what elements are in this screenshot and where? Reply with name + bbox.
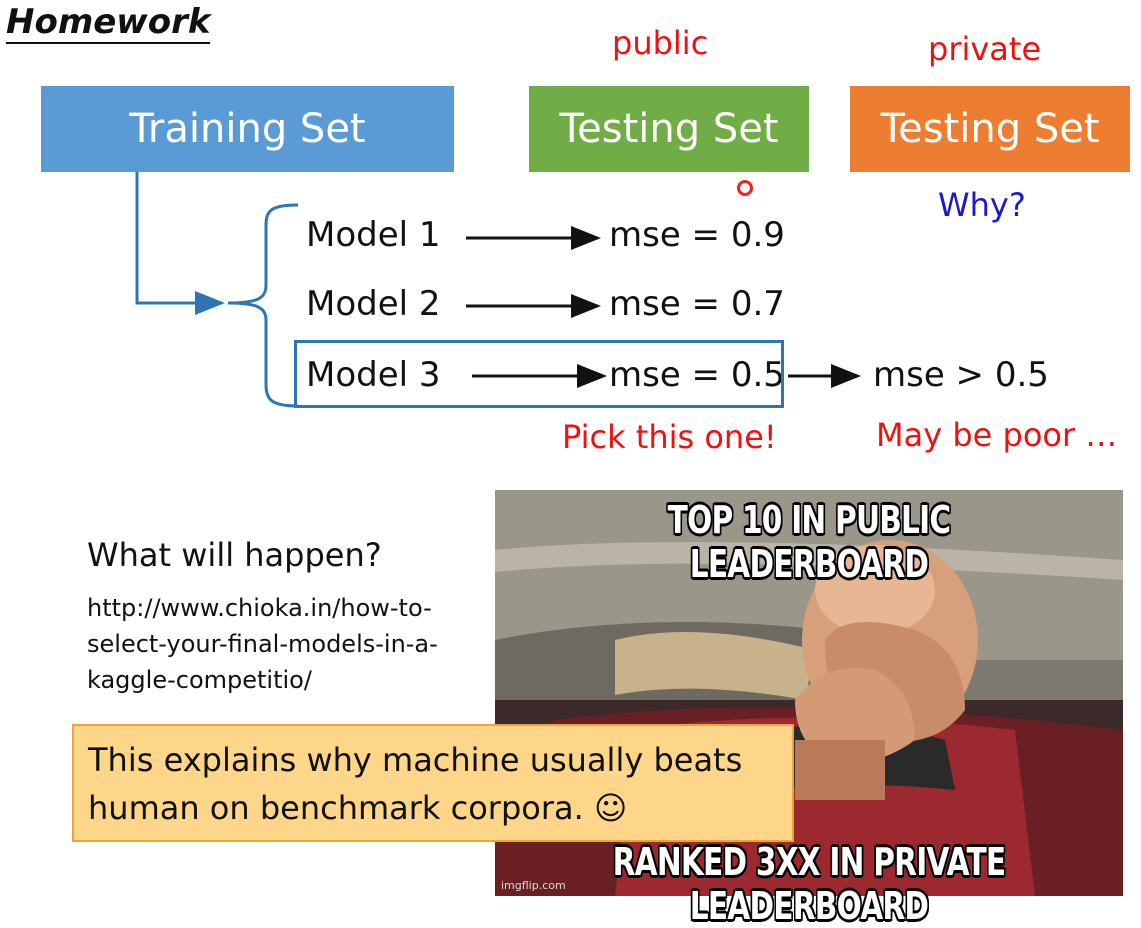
model-brace xyxy=(227,203,299,408)
private-mse: mse > 0.5 xyxy=(873,355,1049,395)
model-1-mse: mse = 0.9 xyxy=(609,215,785,255)
pick-note: Pick this one! xyxy=(562,418,777,456)
public-label: public xyxy=(612,24,709,62)
private-testing-set-box: Testing Set xyxy=(850,86,1130,172)
why-note: Why? xyxy=(938,186,1026,224)
pointer-dot xyxy=(737,180,753,196)
reference-link[interactable]: http://www.chioka.in/how-to-select-your-… xyxy=(87,594,438,694)
model-2-label: Model 2 xyxy=(306,284,441,324)
model-1-label: Model 1 xyxy=(306,215,441,255)
question-text: What will happen? xyxy=(87,536,382,574)
model-3-label: Model 3 xyxy=(306,355,441,395)
meme-bottom-caption: RANKED 3XX IN PRIVATE LEADERBOARD xyxy=(612,840,1007,928)
callout-note: This explains why machine usually beats … xyxy=(72,724,794,842)
diagram-connectors xyxy=(135,172,861,408)
public-testing-set-box: Testing Set xyxy=(529,86,809,172)
meme-watermark: imgflip.com xyxy=(501,879,566,892)
model-3-mse: mse = 0.5 xyxy=(609,355,785,395)
training-set-box: Training Set xyxy=(41,86,454,172)
private-label: private xyxy=(928,30,1042,68)
meme-top-caption: TOP 10 IN PUBLIC LEADERBOARD xyxy=(667,498,952,586)
slide-title: Homework xyxy=(6,2,211,44)
model-3-highlight-box xyxy=(294,340,784,408)
model-2-mse: mse = 0.7 xyxy=(609,284,785,324)
training-connector xyxy=(135,172,225,315)
poor-note: May be poor … xyxy=(876,416,1118,454)
